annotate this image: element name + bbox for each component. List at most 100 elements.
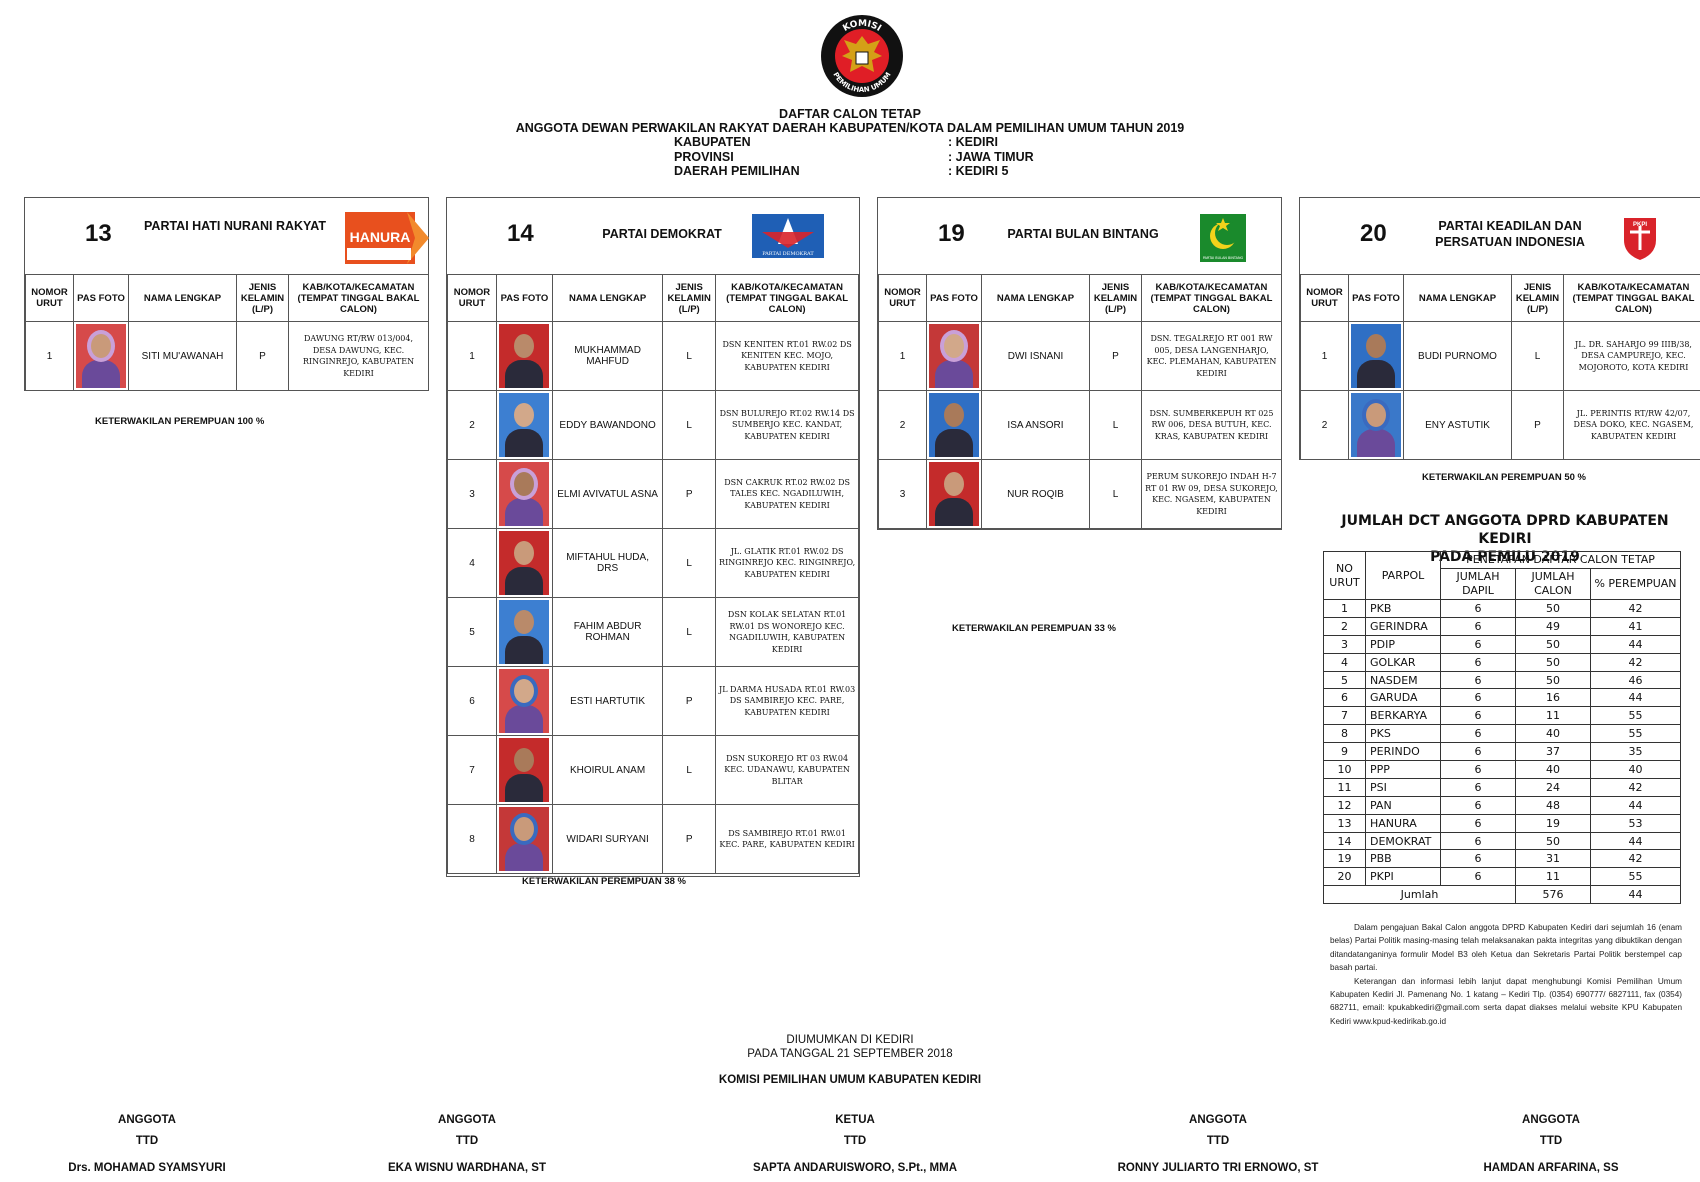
doc-title: DAFTAR CALON TETAP	[779, 107, 921, 121]
info-paragraph-1: Dalam pengajuan Bakal Calon anggota DPRD…	[1330, 923, 1682, 973]
summary-parpol: BERKARYA	[1365, 706, 1441, 726]
candidate-gender: L	[662, 390, 717, 460]
party-name: PARTAI KEADILAN DAN PERSATUAN INDONESIA	[1435, 219, 1585, 249]
signatory-ttd: TTD	[135, 1135, 159, 1147]
doc-subtitle: ANGGOTA DEWAN PERWAKILAN RAKYAT DAERAH K…	[515, 121, 1185, 135]
candidate-address: JL. PERINTIS RT/RW 42/07, DESA DOKO, KEC…	[1563, 390, 1700, 460]
summary-no: 13	[1323, 813, 1366, 833]
women-representation-note: KETERWAKILAN PEREMPUAN 100 %	[95, 416, 265, 427]
summary-no: 12	[1323, 795, 1366, 815]
announce-line-1: DIUMUMKAN DI KEDIRI	[786, 1034, 914, 1046]
column-header-foto: PAS FOTO	[495, 274, 554, 322]
candidate-gender: P	[1089, 321, 1142, 391]
candidate-number: 7	[447, 735, 497, 805]
party-header: 20 PARTAI KEADILAN DAN PERSATUAN INDONESI…	[1300, 198, 1700, 274]
party-number: 20	[1360, 220, 1387, 247]
kpu-logo-text-top: KOMISI	[841, 19, 882, 34]
summary-calon: 11	[1515, 706, 1591, 726]
summary-dapil: 6	[1440, 742, 1516, 762]
party-logo-text: PARTAI DEMOKRAT	[762, 251, 814, 257]
summary-pct: 42	[1589, 777, 1682, 797]
candidate-photo	[499, 393, 550, 457]
summary-pct: 42	[1589, 849, 1682, 869]
photo-body	[505, 567, 544, 595]
candidate-photo	[929, 393, 979, 457]
photo-head	[514, 334, 535, 358]
kpu-logo: KOMISI PEMILIHAN UMUM	[821, 15, 903, 97]
summary-parpol: PKS	[1365, 724, 1441, 744]
summary-pct: 55	[1589, 706, 1682, 726]
summary-pct: 44	[1589, 795, 1682, 815]
party-number: 19	[938, 220, 965, 247]
candidate-gender: L	[662, 597, 717, 667]
summary-header-dapil: JUMLAH DAPIL	[1440, 568, 1516, 600]
column-header-foto: PAS FOTO	[1348, 274, 1404, 322]
summary-calon: 49	[1515, 616, 1591, 636]
candidate-photo-cell	[495, 390, 554, 460]
column-header-alamat: KAB/KOTA/KECAMATAN (TEMPAT TINGGAL BAKAL…	[1141, 274, 1282, 322]
summary-no: 7	[1323, 706, 1366, 726]
column-header-no: NOMOR URUT	[1300, 274, 1349, 322]
summary-dapil: 6	[1440, 867, 1516, 887]
column-header-nama: NAMA LENGKAP	[981, 274, 1090, 322]
summary-dapil: 6	[1440, 760, 1516, 779]
photo-head	[514, 610, 535, 634]
candidate-number: 1	[878, 321, 927, 391]
signatory-role: KETUA	[835, 1114, 875, 1126]
summary-dapil: 6	[1440, 706, 1516, 726]
summary-no: 1	[1323, 599, 1366, 618]
candidate-photo	[1351, 393, 1401, 457]
photo-head	[944, 403, 964, 427]
summary-calon: 16	[1515, 688, 1591, 708]
candidate-number: 2	[1300, 390, 1349, 460]
women-representation-note: KETERWAKILAN PEREMPUAN 38 %	[522, 876, 686, 887]
photo-head	[514, 748, 535, 772]
candidate-number: 2	[878, 390, 927, 460]
candidate-photo-cell	[495, 735, 554, 805]
party-name: PARTAI DEMOKRAT	[602, 227, 722, 241]
candidate-photo	[499, 807, 550, 871]
photo-body	[505, 429, 544, 457]
photo-head	[514, 472, 535, 496]
summary-header-no: NO URUT	[1323, 551, 1366, 600]
photo-body	[82, 360, 120, 388]
summary-parpol: GERINDRA	[1365, 616, 1441, 636]
summary-pct: 44	[1589, 831, 1682, 851]
summary-calon: 48	[1515, 795, 1591, 815]
candidate-name: MIFTAHUL HUDA, DRS	[552, 528, 664, 598]
photo-head	[514, 403, 535, 427]
candidate-name: NUR ROQIB	[981, 459, 1090, 529]
summary-calon: 50	[1515, 670, 1591, 690]
candidate-address: JL. GLATIK RT.01 RW.02 DS RINGINREJO KEC…	[715, 528, 859, 598]
summary-header-pct: % PEREMPUAN	[1589, 568, 1682, 600]
header-info-value: : KEDIRI	[948, 135, 998, 149]
summary-dapil: 6	[1440, 599, 1516, 618]
candidate-number: 3	[447, 459, 497, 529]
summary-dapil: 6	[1440, 849, 1516, 869]
signatory-ttd: TTD	[455, 1135, 479, 1147]
candidate-photo	[499, 462, 550, 526]
header-info-label: KABUPATEN	[674, 135, 751, 149]
summary-dapil: 6	[1440, 688, 1516, 708]
candidate-photo	[499, 600, 550, 664]
summary-pct: 41	[1589, 616, 1682, 636]
candidate-address: DSN KOLAK SELATAN RT.01 RW.01 DS WONOREJ…	[715, 597, 859, 667]
candidate-address: DAWUNG RT/RW 013/004, DESA DAWUNG, KEC. …	[288, 321, 429, 391]
photo-head	[944, 472, 964, 496]
summary-no: 3	[1323, 634, 1366, 654]
